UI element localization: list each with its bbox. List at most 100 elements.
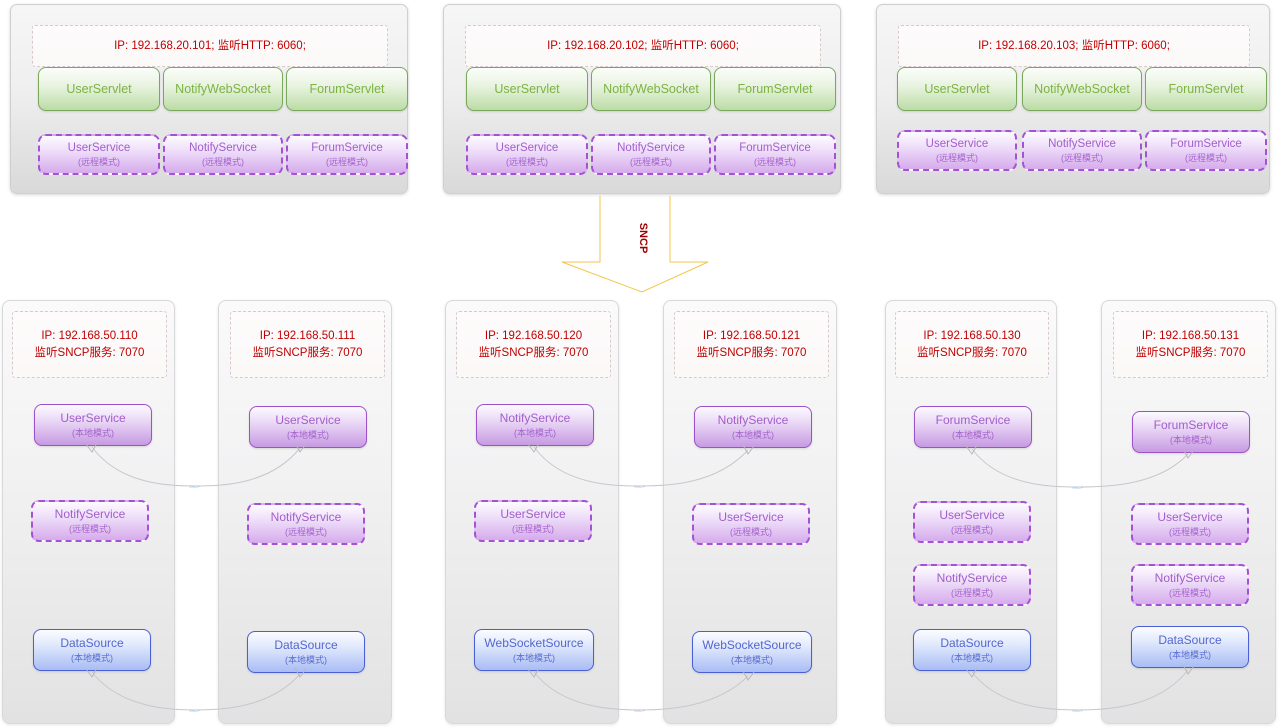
peer-edge-label-4: SNCP <box>634 708 645 713</box>
component-box-userservice-local[interactable]: UserService (本地模式) <box>249 406 367 448</box>
component-box-forumservice-local[interactable]: ForumService (本地模式) <box>1132 411 1250 453</box>
box-title: DataSource <box>1158 632 1222 647</box>
service-box-forumservice-2[interactable]: ForumService (远程模式) <box>714 134 836 175</box>
node-ip-header-1: IP: 192.168.50.110 监听SNCP服务: 7070 <box>12 311 167 378</box>
service-node-panel-5: IP: 192.168.50.130 监听SNCP服务: 7070 ForumS… <box>885 300 1057 724</box>
service-node-panel-2: IP: 192.168.50.111 监听SNCP服务: 7070 UserSe… <box>218 300 392 724</box>
node-ip: IP: 192.168.50.120 <box>484 329 583 342</box>
node-port: 监听SNCP服务: 7070 <box>696 346 807 359</box>
box-mode: (远程模式) <box>202 156 244 167</box>
service-box-notifyservice-2[interactable]: NotifyService (远程模式) <box>591 134 711 175</box>
servlet-box-notifywebsocket-1[interactable]: NotifyWebSocket <box>163 67 283 111</box>
component-box-notifyservice-remote[interactable]: NotifyService (远程模式) <box>1131 564 1249 606</box>
box-title: UserService <box>718 509 784 524</box>
box-title: ForumService <box>739 141 811 154</box>
component-box-datasource-local[interactable]: DataSource (本地模式) <box>33 629 151 671</box>
box-mode: (远程模式) <box>630 156 672 167</box>
component-box-websocketsource-local[interactable]: WebSocketSource (本地模式) <box>474 629 594 671</box>
node-port: 监听SNCP服务: 7070 <box>917 346 1027 359</box>
component-box-datasource-local[interactable]: DataSource (本地模式) <box>913 629 1031 671</box>
servlet-box-notifywebsocket-2[interactable]: NotifyWebSocket <box>591 67 711 111</box>
box-mode: (远程模式) <box>1061 152 1103 163</box>
box-title: UserService <box>1157 509 1223 524</box>
service-box-forumservice-3[interactable]: ForumService (远程模式) <box>1145 130 1267 171</box>
service-node-panel-1: IP: 192.168.50.110 监听SNCP服务: 7070 UserSe… <box>2 300 175 724</box>
component-box-userservice-local[interactable]: UserService (本地模式) <box>34 404 152 446</box>
component-box-datasource-local[interactable]: DataSource (本地模式) <box>1131 626 1249 668</box>
box-mode: (本地模式) <box>513 652 555 663</box>
component-box-notifyservice-remote[interactable]: NotifyService (远程模式) <box>913 564 1031 606</box>
box-mode: (远程模式) <box>512 523 554 534</box>
box-title: WebSocketSource <box>702 637 802 652</box>
servlet-box-notifywebsocket-3[interactable]: NotifyWebSocket <box>1022 67 1142 111</box>
servlet-box-forumservlet-2[interactable]: ForumServlet <box>714 67 836 111</box>
servlet-box-userservlet-3[interactable]: UserServlet <box>897 67 1017 111</box>
box-title: DataSource <box>940 635 1004 650</box>
web-server-ip-header-1: IP: 192.168.20.101; 监听HTTP: 6060; <box>32 25 388 67</box>
component-box-notifyservice-remote[interactable]: NotifyService (远程模式) <box>31 500 149 542</box>
box-mode: (远程模式) <box>326 156 368 167</box>
component-box-notifyservice-local[interactable]: NotifyService (本地模式) <box>476 404 594 446</box>
box-title: UserServlet <box>66 81 132 96</box>
box-title: NotifyService <box>717 412 789 427</box>
component-box-userservice-remote[interactable]: UserService (远程模式) <box>692 503 810 545</box>
box-title: DataSource <box>60 635 124 650</box>
component-box-notifyservice-local[interactable]: NotifyService (本地模式) <box>694 406 812 448</box>
service-box-userservice-2[interactable]: UserService (远程模式) <box>466 134 588 175</box>
sncp-text: SNCP <box>637 222 649 254</box>
servlet-box-userservlet-2[interactable]: UserServlet <box>466 67 588 111</box>
box-title: ForumService <box>311 141 383 154</box>
component-box-userservice-remote[interactable]: UserService (远程模式) <box>1131 503 1249 545</box>
servlet-box-forumservlet-3[interactable]: ForumServlet <box>1145 67 1267 111</box>
box-title: NotifyService <box>1154 570 1226 585</box>
box-mode: (远程模式) <box>951 587 993 598</box>
node-port: 监听SNCP服务: 7070 <box>252 346 363 359</box>
web-server-panel-1: IP: 192.168.20.101; 监听HTTP: 6060; UserSe… <box>10 4 408 194</box>
box-title: NotifyService <box>189 141 257 154</box>
service-box-notifyservice-3[interactable]: NotifyService (远程模式) <box>1022 130 1142 171</box>
box-title: UserServlet <box>924 81 990 96</box>
service-box-userservice-3[interactable]: UserService (远程模式) <box>897 130 1017 171</box>
box-mode: (本地模式) <box>71 652 113 663</box>
component-box-websocketsource-local[interactable]: WebSocketSource (本地模式) <box>692 631 812 673</box>
node-ip-header-5: IP: 192.168.50.130 监听SNCP服务: 7070 <box>895 311 1049 378</box>
component-box-datasource-local[interactable]: DataSource (本地模式) <box>247 631 365 673</box>
node-ip: IP: 192.168.50.131 <box>1141 329 1240 342</box>
component-box-userservice-remote[interactable]: UserService (远程模式) <box>474 500 592 542</box>
component-box-forumservice-local[interactable]: ForumService (本地模式) <box>914 406 1032 448</box>
node-ip-header-6: IP: 192.168.50.131 监听SNCP服务: 7070 <box>1113 311 1268 378</box>
servlet-box-userservlet-1[interactable]: UserServlet <box>38 67 160 111</box>
box-title: UserService <box>495 141 559 154</box>
service-box-userservice-1[interactable]: UserService (远程模式) <box>38 134 160 175</box>
component-box-notifyservice-remote[interactable]: NotifyService (远程模式) <box>247 503 365 545</box>
box-title: UserService <box>275 412 341 427</box>
service-box-forumservice-1[interactable]: ForumService (远程模式) <box>286 134 408 175</box>
box-title: UserService <box>60 410 126 425</box>
node-ip: IP: 192.168.50.110 <box>41 329 138 342</box>
box-mode: (远程模式) <box>1169 526 1211 537</box>
service-node-panel-4: IP: 192.168.50.121 监听SNCP服务: 7070 Notify… <box>663 300 837 724</box>
web-server-panel-2: IP: 192.168.20.102; 监听HTTP: 6060; UserSe… <box>443 4 841 194</box>
box-mode: (本地模式) <box>285 654 327 665</box>
component-box-userservice-remote[interactable]: UserService (远程模式) <box>913 501 1031 543</box>
box-title: UserService <box>925 137 989 150</box>
box-title: ForumService <box>1170 137 1242 150</box>
sncp-arrow-label: SNCP <box>633 215 649 261</box>
box-mode: (本地模式) <box>731 654 773 665</box>
web-server-panel-3: IP: 192.168.20.103; 监听HTTP: 6060; UserSe… <box>876 4 1270 194</box>
service-box-notifyservice-1[interactable]: NotifyService (远程模式) <box>163 134 283 175</box>
service-node-panel-3: IP: 192.168.50.120 监听SNCP服务: 7070 Notify… <box>445 300 619 724</box>
box-title: UserService <box>67 141 131 154</box>
box-title: NotifyWebSocket <box>175 81 271 96</box>
node-port: 监听SNCP服务: 7070 <box>1135 346 1246 359</box>
box-mode: (本地模式) <box>287 429 329 440</box>
box-mode: (本地模式) <box>732 429 774 440</box>
box-title: UserService <box>500 506 566 521</box>
node-ip-header-3: IP: 192.168.50.120 监听SNCP服务: 7070 <box>456 311 611 378</box>
box-mode: (远程模式) <box>1169 587 1211 598</box>
node-port: 监听SNCP服务: 7070 <box>34 346 145 359</box>
box-mode: (远程模式) <box>1185 152 1227 163</box>
servlet-box-forumservlet-1[interactable]: ForumServlet <box>286 67 408 111</box>
ip-line: IP: 192.168.20.101; 监听HTTP: 6060; <box>114 39 306 52</box>
